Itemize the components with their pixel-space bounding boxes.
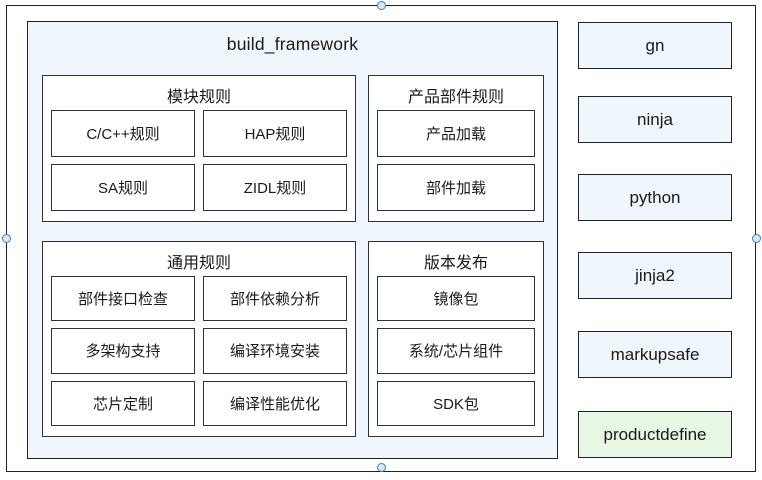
group-version-release[interactable]: 版本发布 镜像包 系统/芯片组件 SDK包	[368, 241, 544, 437]
resize-handle-top[interactable]	[377, 1, 386, 10]
leaf-node[interactable]: 编译环境安装	[203, 328, 347, 374]
group-body: 部件接口检查 部件依赖分析 多架构支持 编译环境安装 芯片定制 编译性能优化	[51, 276, 347, 426]
tool-box-python[interactable]: python	[578, 174, 732, 221]
group-row: C/C++规则 HAP规则	[51, 110, 347, 157]
group-row: 芯片定制 编译性能优化	[51, 380, 347, 426]
group-title: 产品部件规则	[407, 89, 504, 106]
leaf-node[interactable]: 系统/芯片组件	[377, 328, 535, 374]
leaf-node[interactable]: ZIDL规则	[203, 164, 347, 211]
tool-box-jinja2[interactable]: jinja2	[578, 252, 732, 299]
group-row: 产品加载	[377, 110, 535, 157]
group-body: 镜像包 系统/芯片组件 SDK包	[377, 276, 535, 426]
group-body: 产品加载 部件加载	[377, 110, 535, 211]
leaf-node[interactable]: SDK包	[377, 380, 535, 426]
tool-box-ninja[interactable]: ninja	[578, 96, 732, 143]
group-row: 镜像包	[377, 276, 535, 322]
tool-box-gn[interactable]: gn	[578, 22, 732, 69]
group-row: 系统/芯片组件	[377, 328, 535, 374]
resize-handle-left[interactable]	[2, 234, 11, 243]
group-title: 模块规则	[166, 89, 231, 106]
leaf-node[interactable]: 芯片定制	[51, 380, 195, 426]
leaf-node[interactable]: 部件接口检查	[51, 276, 195, 322]
build-framework-panel[interactable]: build_framework 模块规则 C/C++规则 HAP规则 SA规则 …	[27, 21, 558, 459]
leaf-node[interactable]: 产品加载	[377, 110, 535, 157]
group-body: C/C++规则 HAP规则 SA规则 ZIDL规则	[51, 110, 347, 211]
group-title: 通用规则	[166, 255, 231, 272]
group-title: 版本发布	[423, 255, 488, 272]
group-row: 部件加载	[377, 164, 535, 211]
build-framework-title: build_framework	[226, 34, 359, 54]
leaf-node[interactable]: HAP规则	[203, 110, 347, 157]
leaf-node[interactable]: 部件加载	[377, 164, 535, 211]
group-row: SA规则 ZIDL规则	[51, 164, 347, 211]
group-row: SDK包	[377, 380, 535, 426]
group-row: 部件接口检查 部件依赖分析	[51, 276, 347, 322]
leaf-node[interactable]: 多架构支持	[51, 328, 195, 374]
group-row: 多架构支持 编译环境安装	[51, 328, 347, 374]
group-product-component-rules[interactable]: 产品部件规则 产品加载 部件加载	[368, 75, 544, 222]
leaf-node[interactable]: 镜像包	[377, 276, 535, 322]
group-common-rules[interactable]: 通用规则 部件接口检查 部件依赖分析 多架构支持 编译环境安装 芯片定制 编译性…	[42, 241, 356, 437]
leaf-node[interactable]: 部件依赖分析	[203, 276, 347, 322]
tool-box-productdefine[interactable]: productdefine	[578, 411, 732, 458]
leaf-node[interactable]: C/C++规则	[51, 110, 195, 157]
leaf-node[interactable]: SA规则	[51, 164, 195, 211]
group-module-rules[interactable]: 模块规则 C/C++规则 HAP规则 SA规则 ZIDL规则	[42, 75, 356, 222]
resize-handle-bottom[interactable]	[377, 463, 386, 472]
leaf-node[interactable]: 编译性能优化	[203, 380, 347, 426]
tool-box-markupsafe[interactable]: markupsafe	[578, 331, 732, 378]
resize-handle-right[interactable]	[752, 234, 761, 243]
